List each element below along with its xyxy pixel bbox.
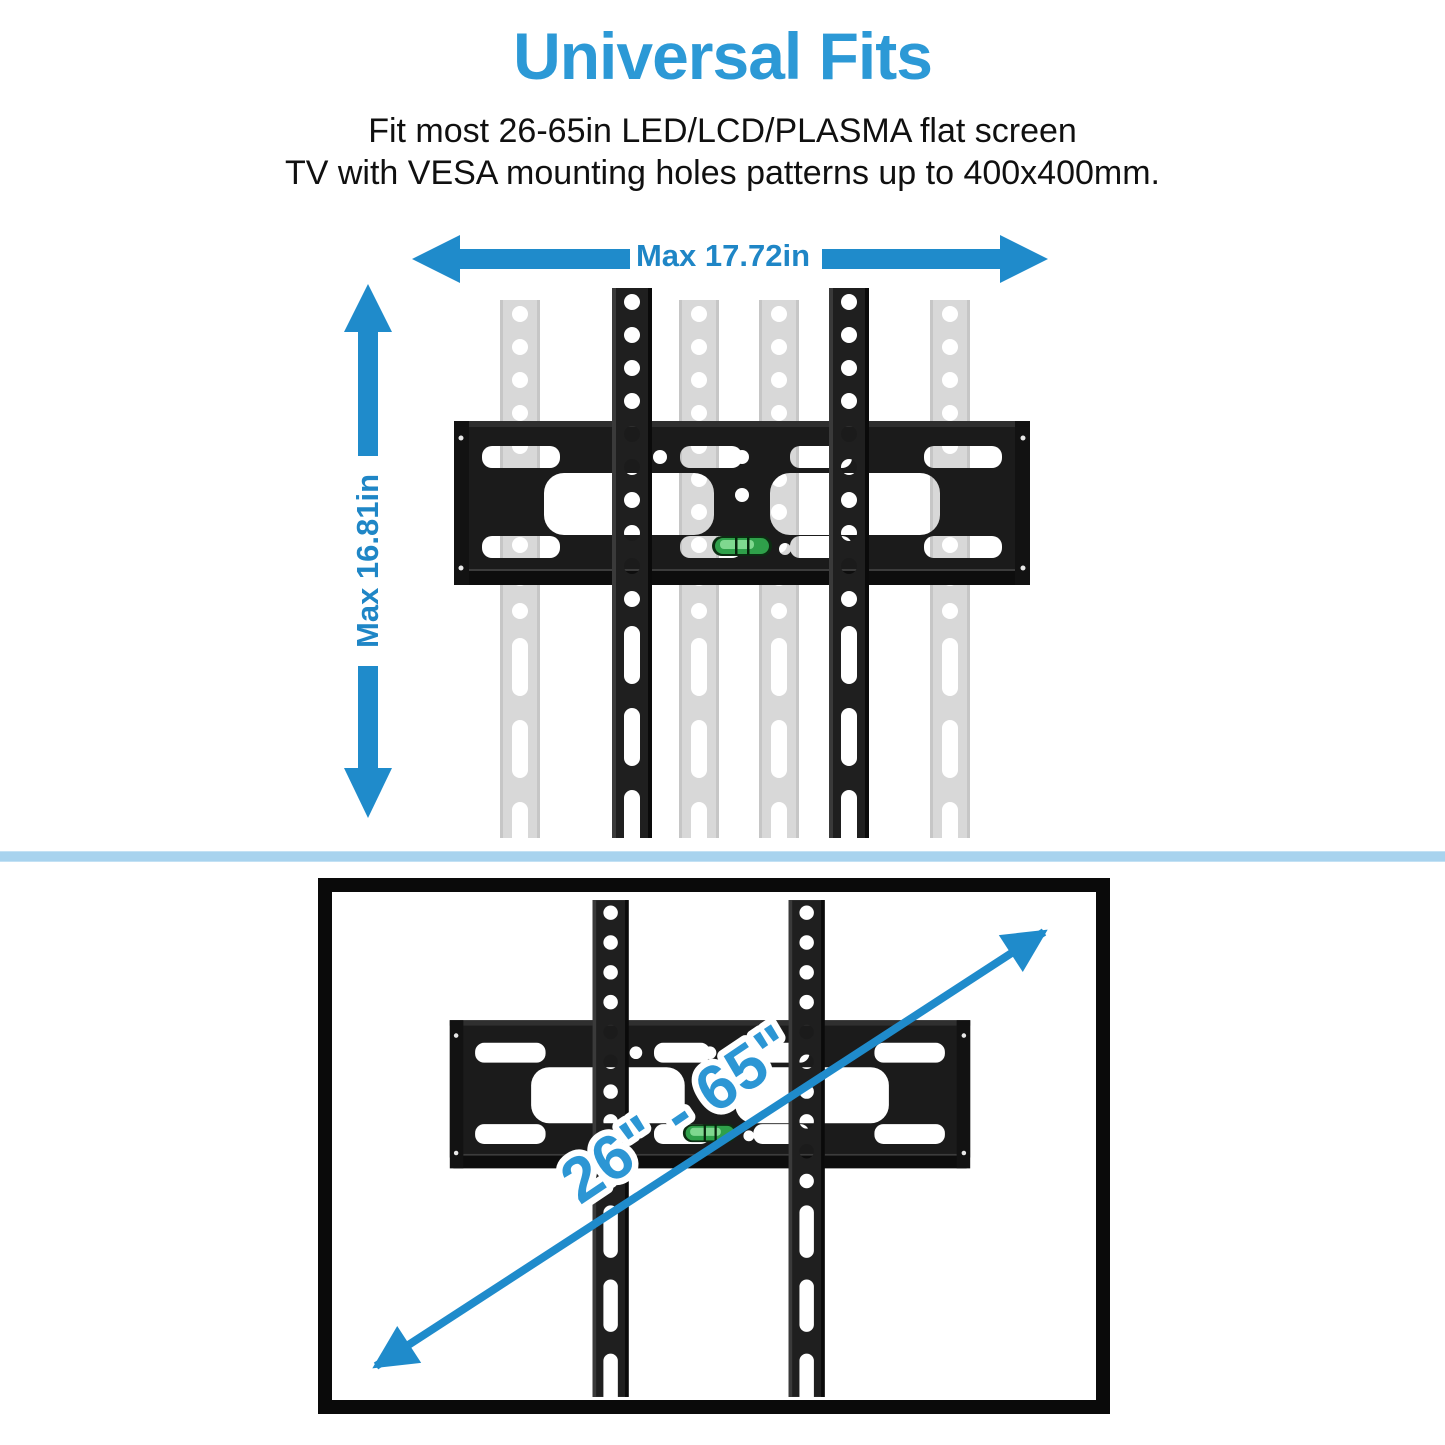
page-title: Universal Fits [513,19,933,93]
tv-mount-graphic-top [452,288,1032,838]
up-arrow-icon [344,284,392,456]
down-arrow-icon [344,666,392,818]
subtitle-line-2: TV with VESA mounting holes patterns up … [284,154,1161,193]
height-dimension-label: Max 16.81in [350,473,385,649]
subtitle: Fit most 26-65in LED/LCD/PLASMA flat scr… [0,110,1445,194]
subtitle-line-1: Fit most 26-65in LED/LCD/PLASMA flat scr… [368,112,1077,150]
left-arrow-icon [412,235,630,283]
width-dimension-label: Max 17.72in [635,238,811,273]
section-divider [0,851,1445,862]
diagonal-arrow-icon: 26" - 65" [372,928,1048,1370]
right-arrow-icon [822,235,1048,283]
